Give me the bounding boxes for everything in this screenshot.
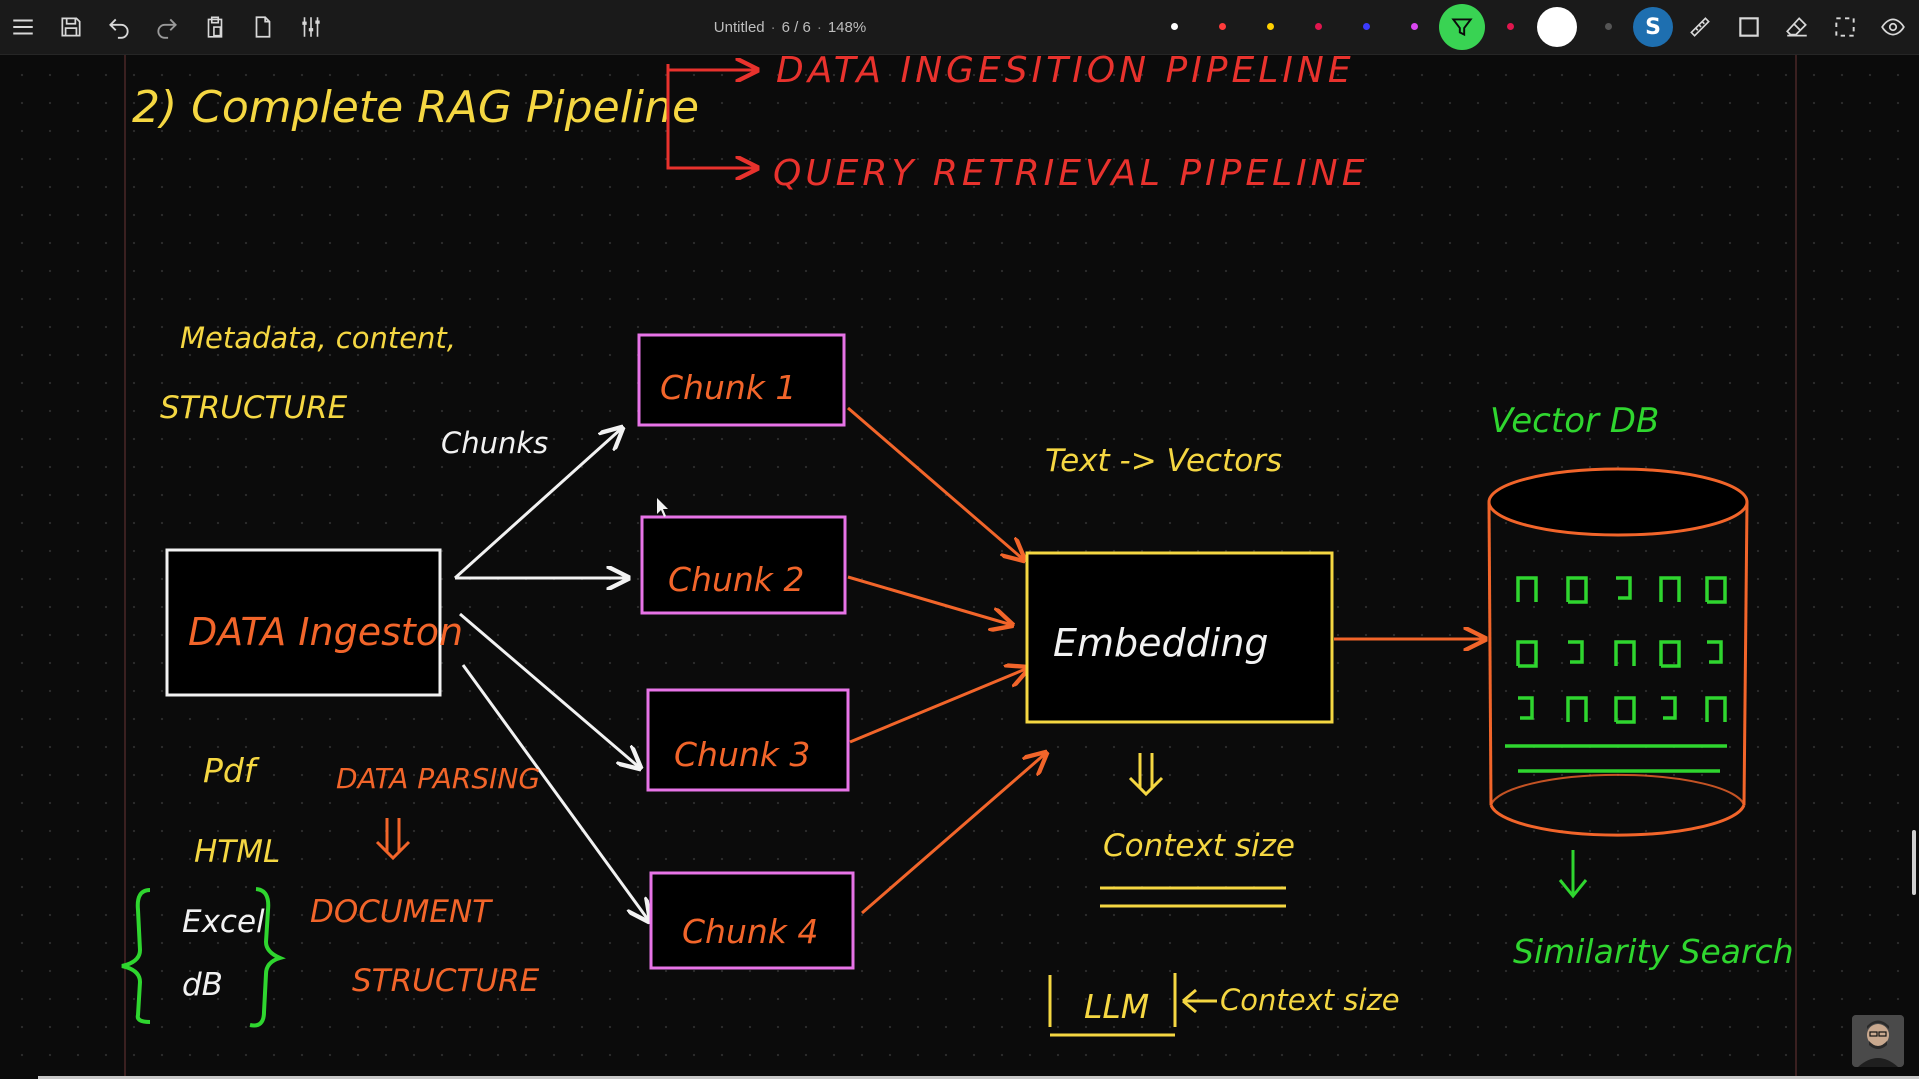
arrow-to-chunk-3 <box>459 612 640 768</box>
vector-db-cylinder <box>1487 467 1749 837</box>
chunk-3-label: Chunk 3 <box>674 735 810 774</box>
pipeline-split-bracket <box>666 64 757 168</box>
vector-glyph <box>1659 576 1681 602</box>
arrow-to-chunk-1 <box>453 428 622 580</box>
vector-glyph <box>1614 640 1636 666</box>
chunk-2-box <box>640 515 847 615</box>
color-red-swatch[interactable] <box>1219 23 1226 30</box>
double-down-arrow-icon <box>1128 753 1164 797</box>
vector-glyph <box>1661 696 1677 720</box>
chunk-1-box <box>637 333 846 427</box>
source-html: HTML <box>194 834 280 870</box>
vector-glyph <box>1568 640 1584 664</box>
chunk-2-to-embedding-arrow <box>847 575 1012 625</box>
data-ingestion-box <box>165 548 442 697</box>
llm-context-label: Context size <box>1220 983 1400 1017</box>
llm-context-arrow <box>1182 988 1217 1014</box>
vector-grid-glyphs <box>1516 576 1727 724</box>
ruler-icon[interactable] <box>1681 8 1719 46</box>
parsing-down-arrow-icon <box>375 818 411 861</box>
bottom-edge-bar <box>38 1076 1919 1079</box>
source-excel: Excel <box>182 904 265 940</box>
brand-logo-icon[interactable]: S <box>1633 7 1673 47</box>
pen-size-button[interactable] <box>1537 7 1577 47</box>
chunks-label: Chunks <box>441 426 548 460</box>
shape-square-icon[interactable] <box>1730 8 1768 46</box>
new-page-icon[interactable] <box>244 8 282 46</box>
color-white-swatch[interactable] <box>1171 23 1178 30</box>
settings-sliders-icon[interactable] <box>292 8 330 46</box>
document-structure-label-1: DOCUMENT <box>310 894 493 930</box>
structure-note: STRUCTURE <box>160 390 348 426</box>
funnel-pen-icon <box>1451 18 1473 37</box>
left-curly-brace <box>121 888 151 1024</box>
text-to-vectors-note: Text -> Vectors <box>1045 443 1282 479</box>
data-ingestion-label: DATA Ingeston <box>188 610 463 654</box>
paste-icon[interactable] <box>196 8 234 46</box>
chunk-3-to-embedding-arrow <box>849 668 1028 744</box>
context-size-label: Context size <box>1103 828 1295 864</box>
color-crimson-swatch[interactable] <box>1315 23 1322 30</box>
vertical-scrollbar[interactable] <box>1912 830 1916 895</box>
data-parsing-label: DATA PARSING <box>336 762 540 795</box>
vector-glyph <box>1707 640 1723 664</box>
presenter-avatar <box>1852 1015 1904 1067</box>
active-pen-button[interactable] <box>1439 4 1485 50</box>
vector-glyph <box>1616 576 1632 600</box>
chunk-4-box <box>649 871 855 970</box>
page-indicator[interactable]: 6 / 6 <box>781 18 811 36</box>
source-pdf: Pdf <box>203 751 260 790</box>
metadata-note: Metadata, content, <box>180 321 456 355</box>
save-icon[interactable] <box>52 8 90 46</box>
vector-glyph <box>1516 576 1538 602</box>
embedding-box <box>1025 551 1334 724</box>
vector-glyph <box>1516 640 1538 668</box>
source-db: dB <box>182 967 223 1003</box>
eraser-icon[interactable] <box>1778 8 1816 46</box>
zoom-level[interactable]: 148% <box>827 18 867 36</box>
whiteboard-canvas[interactable]: 2) Complete RAG Pipeline DATA INGESITION… <box>0 55 1919 1079</box>
menu-icon[interactable] <box>4 8 42 46</box>
llm-label: LLM <box>1084 987 1149 1026</box>
document-title[interactable]: Untitled <box>713 18 765 36</box>
vector-db-title: Vector DB <box>1490 401 1659 441</box>
vector-glyph <box>1705 696 1727 722</box>
right-curly-brace <box>249 887 286 1028</box>
page-heading: 2) Complete RAG Pipeline <box>132 82 699 133</box>
redo-icon[interactable] <box>148 8 186 46</box>
data-ingestion-pipeline-label: DATA INGESITION PIPELINE <box>776 55 1355 91</box>
vector-glyph <box>1566 696 1588 722</box>
vector-glyph <box>1566 576 1588 604</box>
embedding-label: Embedding <box>1053 621 1269 665</box>
arrow-to-chunk-4 <box>461 664 649 921</box>
view-eye-icon[interactable] <box>1874 8 1912 46</box>
chunk-1-label: Chunk 1 <box>660 368 796 407</box>
chunk-1-to-embedding-arrow <box>847 406 1024 560</box>
query-retrieval-pipeline-label: QUERY RETRIEVAL PIPELINE <box>773 153 1368 194</box>
selection-icon[interactable] <box>1826 8 1864 46</box>
color-magenta-swatch[interactable] <box>1411 23 1418 30</box>
similarity-search-label: Similarity Search <box>1513 932 1794 971</box>
color-yellow-swatch[interactable] <box>1267 23 1274 30</box>
chunk-4-to-embedding-arrow <box>861 753 1046 915</box>
chunk-3-box <box>646 688 850 792</box>
color-gray-swatch[interactable] <box>1605 23 1612 30</box>
top-toolbar: Untitled · 6 / 6 · 148% S <box>0 0 1919 55</box>
color-blue-swatch[interactable] <box>1363 23 1370 30</box>
vector-glyph <box>1614 696 1636 724</box>
chunk-4-label: Chunk 4 <box>682 912 818 951</box>
document-structure-label-2: STRUCTURE <box>352 963 540 999</box>
document-info: Untitled · 6 / 6 · 148% <box>713 18 867 36</box>
mouse-cursor-icon <box>657 498 668 517</box>
vector-glyph <box>1659 640 1681 668</box>
chunk-2-label: Chunk 2 <box>668 560 804 599</box>
color-pink-swatch[interactable] <box>1507 23 1514 30</box>
vector-glyph <box>1518 696 1534 720</box>
undo-icon[interactable] <box>100 8 138 46</box>
vector-glyph <box>1705 576 1727 604</box>
down-arrow-icon <box>1558 850 1588 899</box>
